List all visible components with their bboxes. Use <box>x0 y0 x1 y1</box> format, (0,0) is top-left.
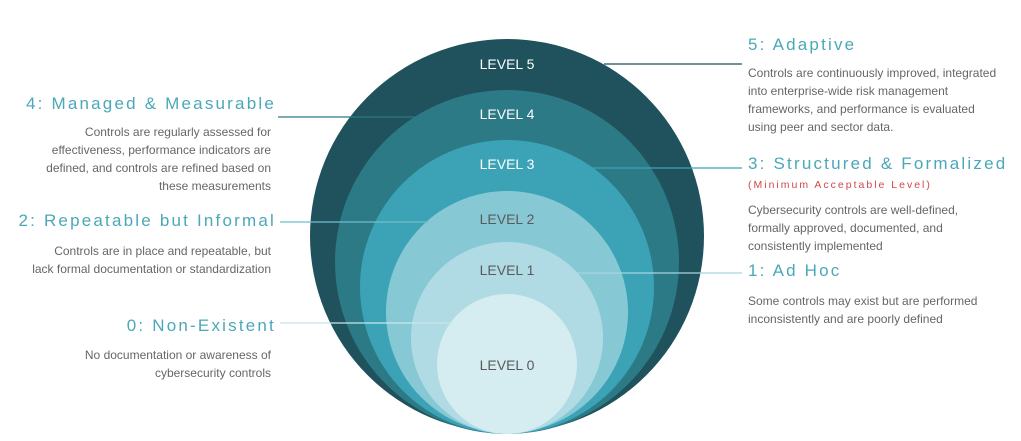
circle-label-level-2: LEVEL 2 <box>480 211 535 227</box>
level-subtitle: (Minimum Acceptable Level) <box>748 179 932 191</box>
circle-label-level-4: LEVEL 4 <box>480 106 535 122</box>
level-description: Cybersecurity controls are well-defined,… <box>748 203 959 253</box>
level-description: Some controls may exist but are performe… <box>748 294 978 326</box>
circle-label-level-1: LEVEL 1 <box>480 262 535 278</box>
circle-label-level-3: LEVEL 3 <box>480 156 535 172</box>
level-description: No documentation or awareness of cyberse… <box>84 348 271 380</box>
level-title: 2: Repeatable but Informal <box>18 211 276 230</box>
level-title: 4: Managed & Measurable <box>25 94 276 113</box>
level-title: 0: Non-Existent <box>126 316 276 335</box>
level-title: 5: Adaptive <box>748 35 857 54</box>
circle-label-level-0: LEVEL 0 <box>480 357 535 373</box>
level-description: Controls are in place and repeatable, bu… <box>32 244 271 276</box>
circle-level-0 <box>437 294 577 434</box>
level-title: 3: Structured & Formalized <box>748 154 1008 173</box>
level-description: Controls are continuously improved, inte… <box>748 66 997 134</box>
level-title: 1: Ad Hoc <box>748 261 842 280</box>
level-description: Controls are regularly assessed for effe… <box>46 125 271 193</box>
circle-label-level-5: LEVEL 5 <box>480 56 535 72</box>
